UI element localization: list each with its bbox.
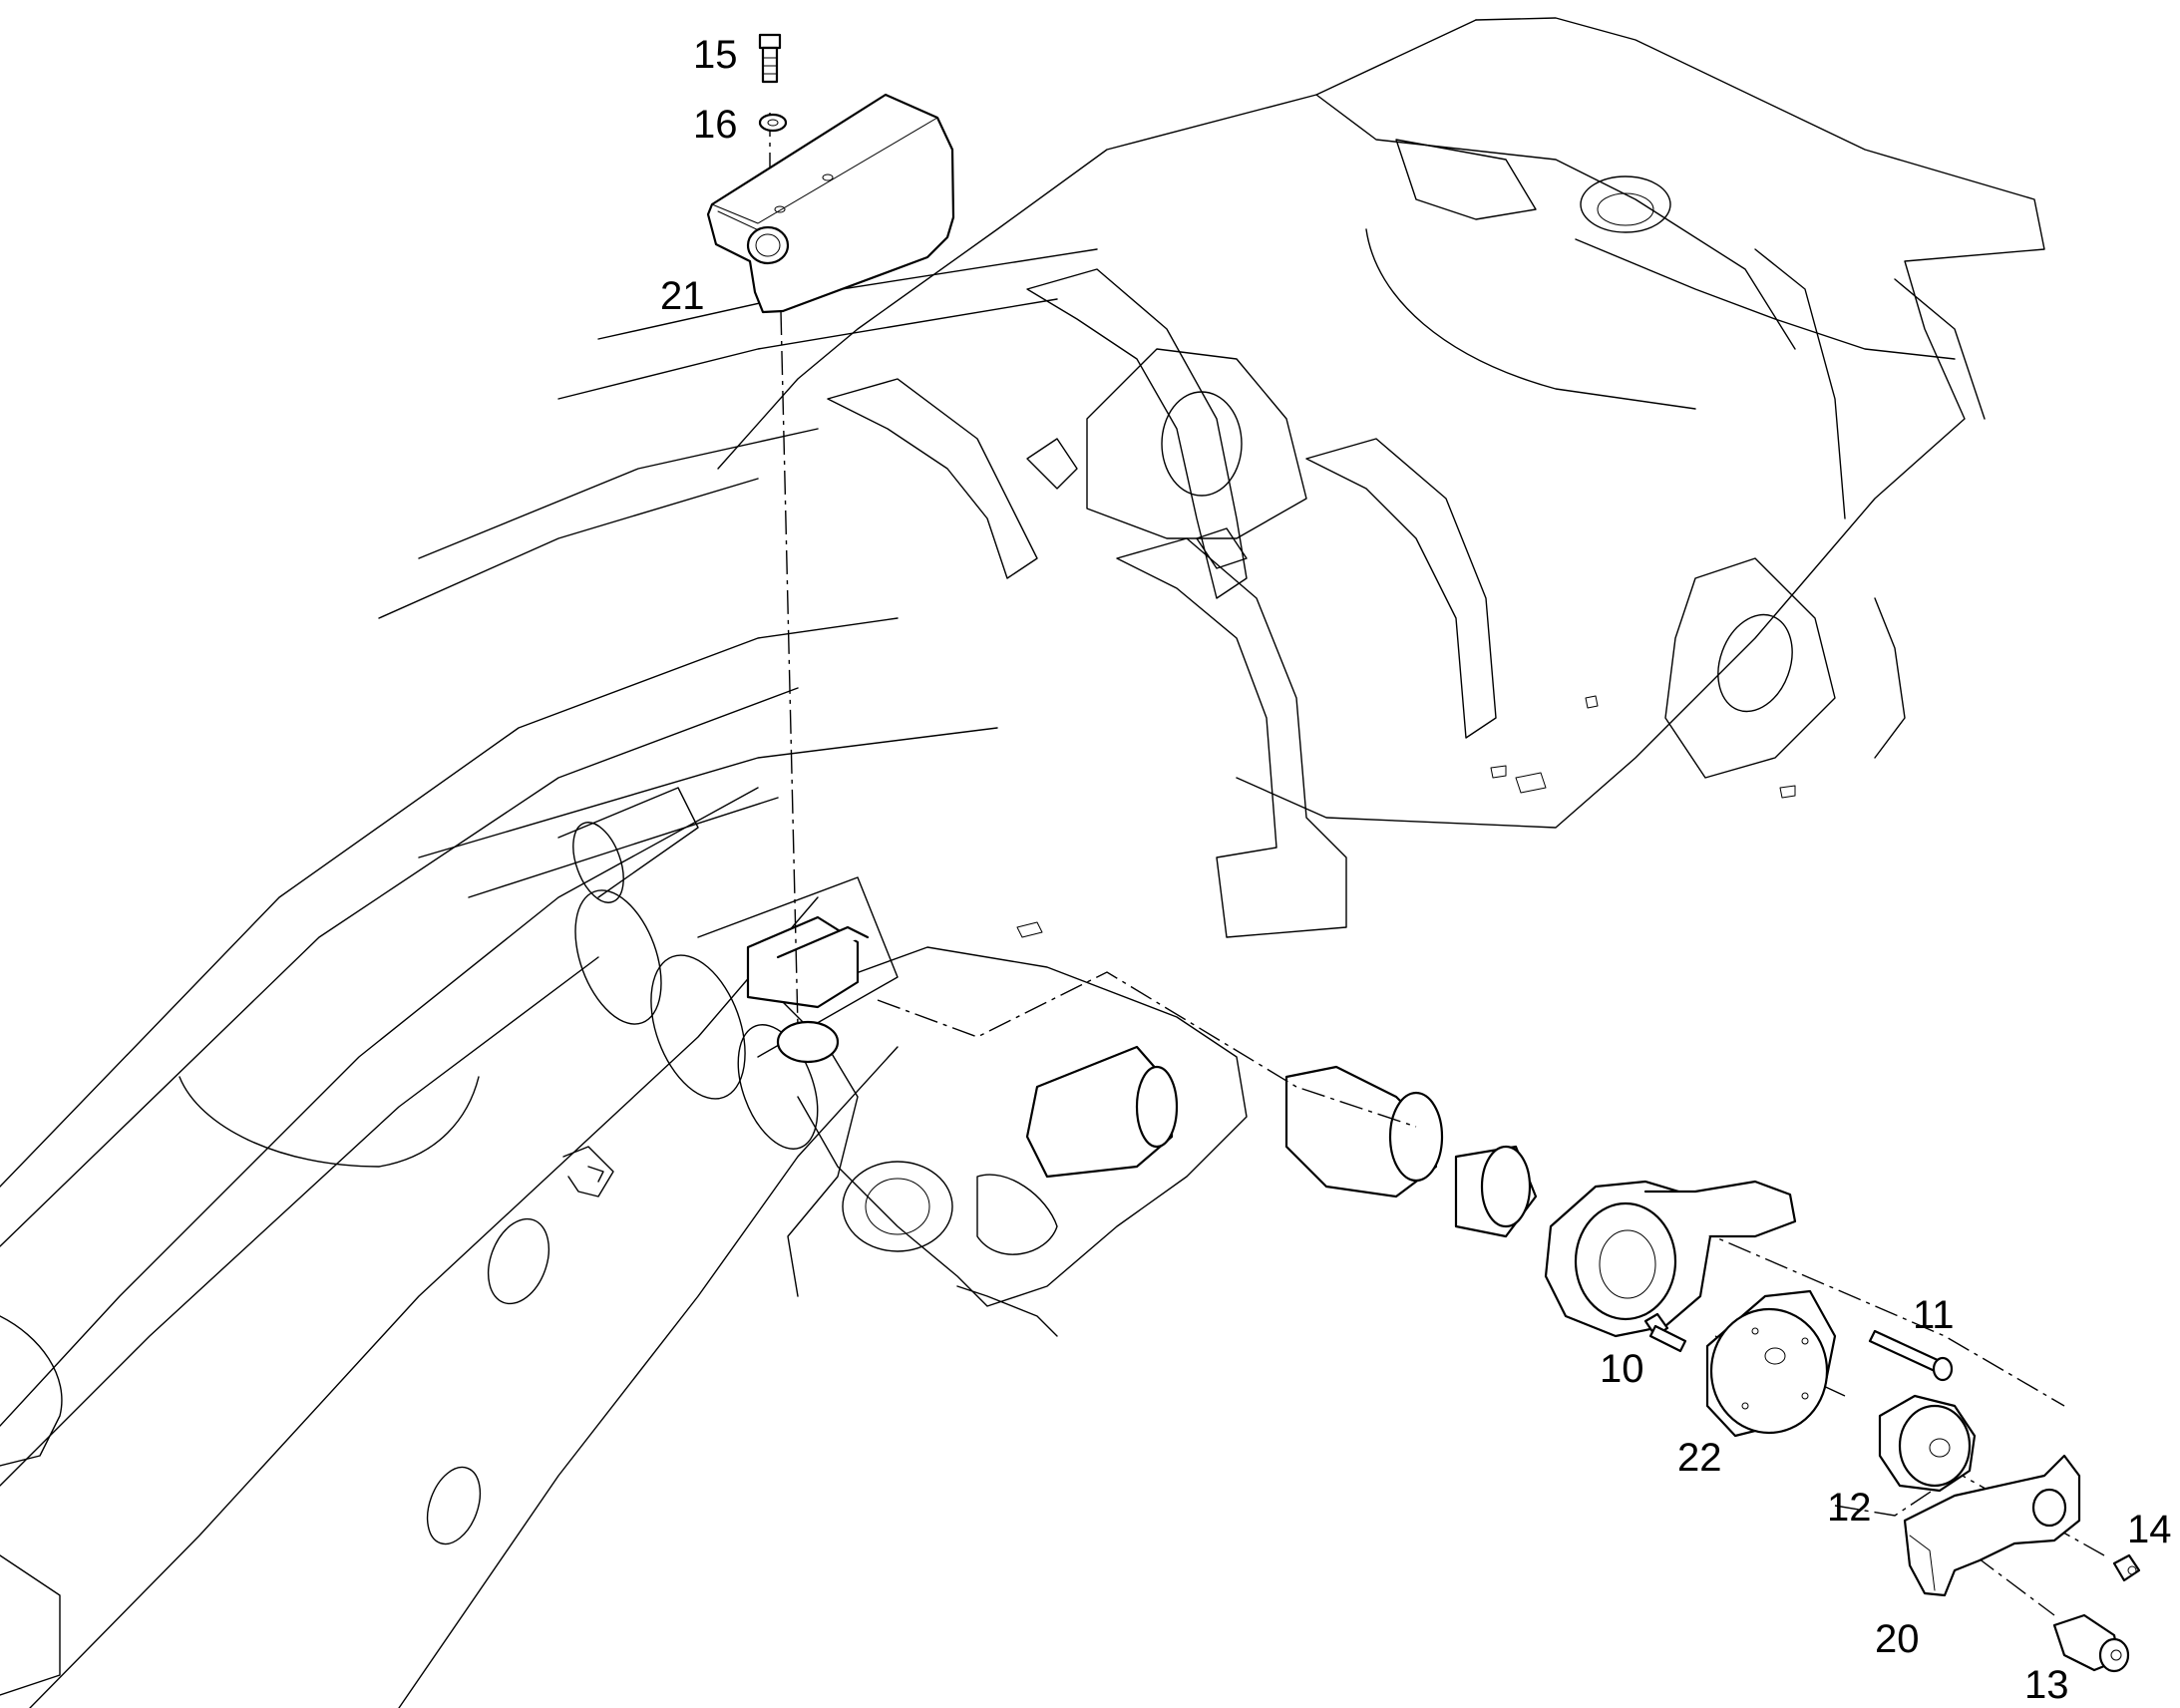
callout-labels: 15 16 21 11 10 22 12 14 20 13 <box>660 33 2172 1707</box>
assembly-lines <box>769 113 2105 1616</box>
part-12-hub <box>1878 1394 1977 1493</box>
callout-15: 15 <box>693 33 738 77</box>
callout-22: 22 <box>1677 1436 1722 1480</box>
callout-20: 20 <box>1875 1617 1920 1661</box>
callout-10: 10 <box>1600 1347 1644 1391</box>
end-plate <box>1544 1180 1797 1338</box>
callout-11: 11 <box>1913 1293 1955 1337</box>
boom-structure <box>0 17 2045 1708</box>
part-22-disc <box>1705 1289 1837 1438</box>
callout-13: 13 <box>2024 1663 2069 1707</box>
part-21-cover <box>706 93 955 314</box>
callout-21: 21 <box>660 274 705 318</box>
part-11-bolt <box>1868 1329 1954 1382</box>
part-14-bolt <box>2112 1553 2141 1582</box>
part-15-bolt <box>758 33 782 84</box>
callout-14: 14 <box>2127 1508 2172 1551</box>
part-13-bolt <box>2052 1613 2130 1673</box>
callout-12: 12 <box>1827 1486 1872 1530</box>
pin-assembly <box>746 915 1538 1238</box>
part-10-bolt <box>1643 1312 1687 1353</box>
part-20-bracket <box>1903 1454 2081 1597</box>
part-16-washer <box>758 113 788 133</box>
callout-16: 16 <box>693 103 738 147</box>
